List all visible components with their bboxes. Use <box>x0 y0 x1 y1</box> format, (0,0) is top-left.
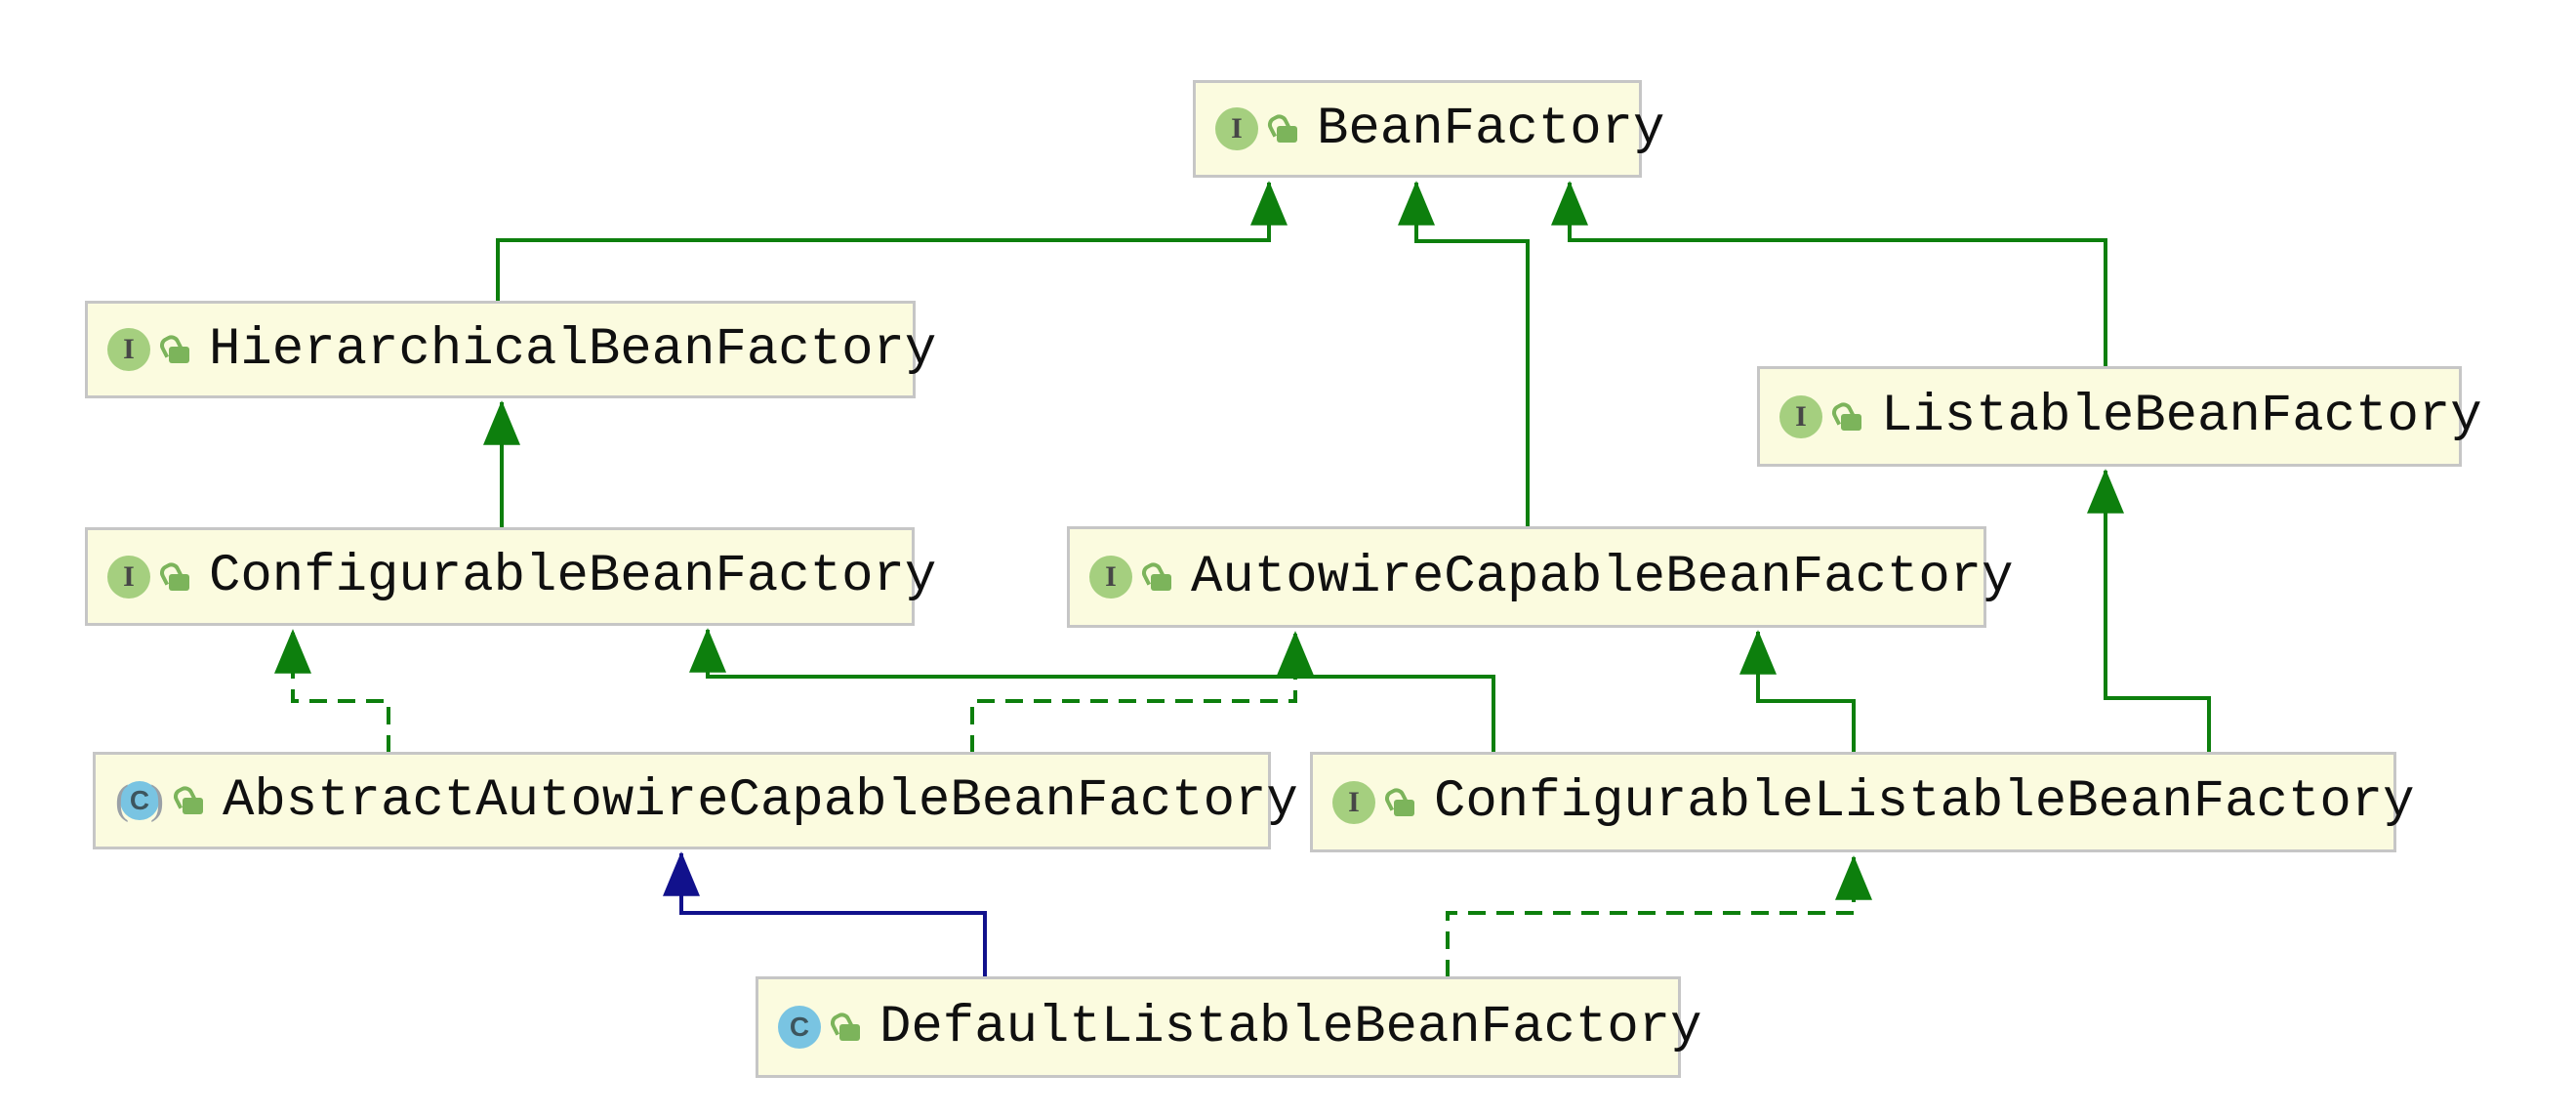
node-listablebeanfactory[interactable]: I ListableBeanFactory <box>1757 366 2482 467</box>
node-abstractautowirecapablebeanfactory[interactable]: ( C ) AbstractAutowireCapableBeanFactory <box>93 752 1298 849</box>
edge-hierarchicalbeanfactory-extends-beanfactory[interactable] <box>496 181 1288 302</box>
node-configurablelistablebeanfactory[interactable]: I ConfigurableListableBeanFactory <box>1310 752 2415 852</box>
class-icon: C <box>778 1006 862 1049</box>
node-label: ConfigurableBeanFactory <box>209 547 937 606</box>
edge-configurablelistablebeanfactory-extends-configurablebeanfactory[interactable] <box>689 628 1495 753</box>
node-hierarchicalbeanfactory[interactable]: I HierarchicalBeanFactory <box>85 301 936 398</box>
abstract-class-icon: ( C ) <box>115 780 205 821</box>
node-label: ConfigurableListableBeanFactory <box>1434 772 2415 832</box>
edge-autowirecapablebeanfactory-extends-beanfactory[interactable] <box>1398 181 1530 528</box>
unlocked-padlock-icon <box>1828 398 1863 434</box>
node-autowirecapablebeanfactory[interactable]: I AutowireCapableBeanFactory <box>1067 526 2014 628</box>
unlocked-padlock-icon <box>1138 559 1173 594</box>
node-label: HierarchicalBeanFactory <box>209 319 937 380</box>
interface-icon: I <box>1089 556 1173 599</box>
edge-configurablelistablebeanfactory-extends-autowirecapablebeanfactory[interactable] <box>1739 630 1856 753</box>
unlocked-padlock-icon <box>170 783 205 817</box>
unlocked-padlock-icon <box>827 1010 862 1044</box>
interface-icon: I <box>1215 107 1299 150</box>
interface-icon: I <box>107 328 191 371</box>
node-label: AbstractAutowireCapableBeanFactory <box>223 770 1298 831</box>
edge-defaultlistablebeanfactory-extends-abstractautowirecapablebeanfactory[interactable] <box>663 851 987 977</box>
node-label: AutowireCapableBeanFactory <box>1191 547 2014 607</box>
interface-icon: I <box>1779 394 1863 438</box>
interface-icon: I <box>1332 780 1416 824</box>
edge-listablebeanfactory-extends-beanfactory[interactable] <box>1551 181 2107 367</box>
node-label: DefaultListableBeanFactory <box>879 997 1702 1057</box>
node-configurablebeanfactory[interactable]: I ConfigurableBeanFactory <box>85 527 936 626</box>
unlocked-padlock-icon <box>1381 784 1416 819</box>
unlocked-padlock-icon <box>156 558 191 594</box>
node-label: BeanFactory <box>1317 99 1665 159</box>
edge-abstractautowirecapablebeanfactory-implements-autowirecapablebeanfactory[interactable] <box>970 631 1314 753</box>
unlocked-padlock-icon <box>156 332 191 366</box>
interface-icon: I <box>107 555 191 599</box>
unlocked-padlock-icon <box>1264 111 1299 145</box>
node-defaultlistablebeanfactory[interactable]: C DefaultListableBeanFactory <box>756 976 1702 1078</box>
edge-abstractautowirecapablebeanfactory-implements-configurablebeanfactory[interactable] <box>274 629 390 753</box>
node-beanfactory[interactable]: I BeanFactory <box>1193 80 1664 178</box>
edge-configurablelistablebeanfactory-extends-listablebeanfactory[interactable] <box>2087 469 2211 753</box>
node-label: ListableBeanFactory <box>1881 387 2482 446</box>
edge-defaultlistablebeanfactory-implements-configurablelistablebeanfactory[interactable] <box>1446 855 1872 977</box>
